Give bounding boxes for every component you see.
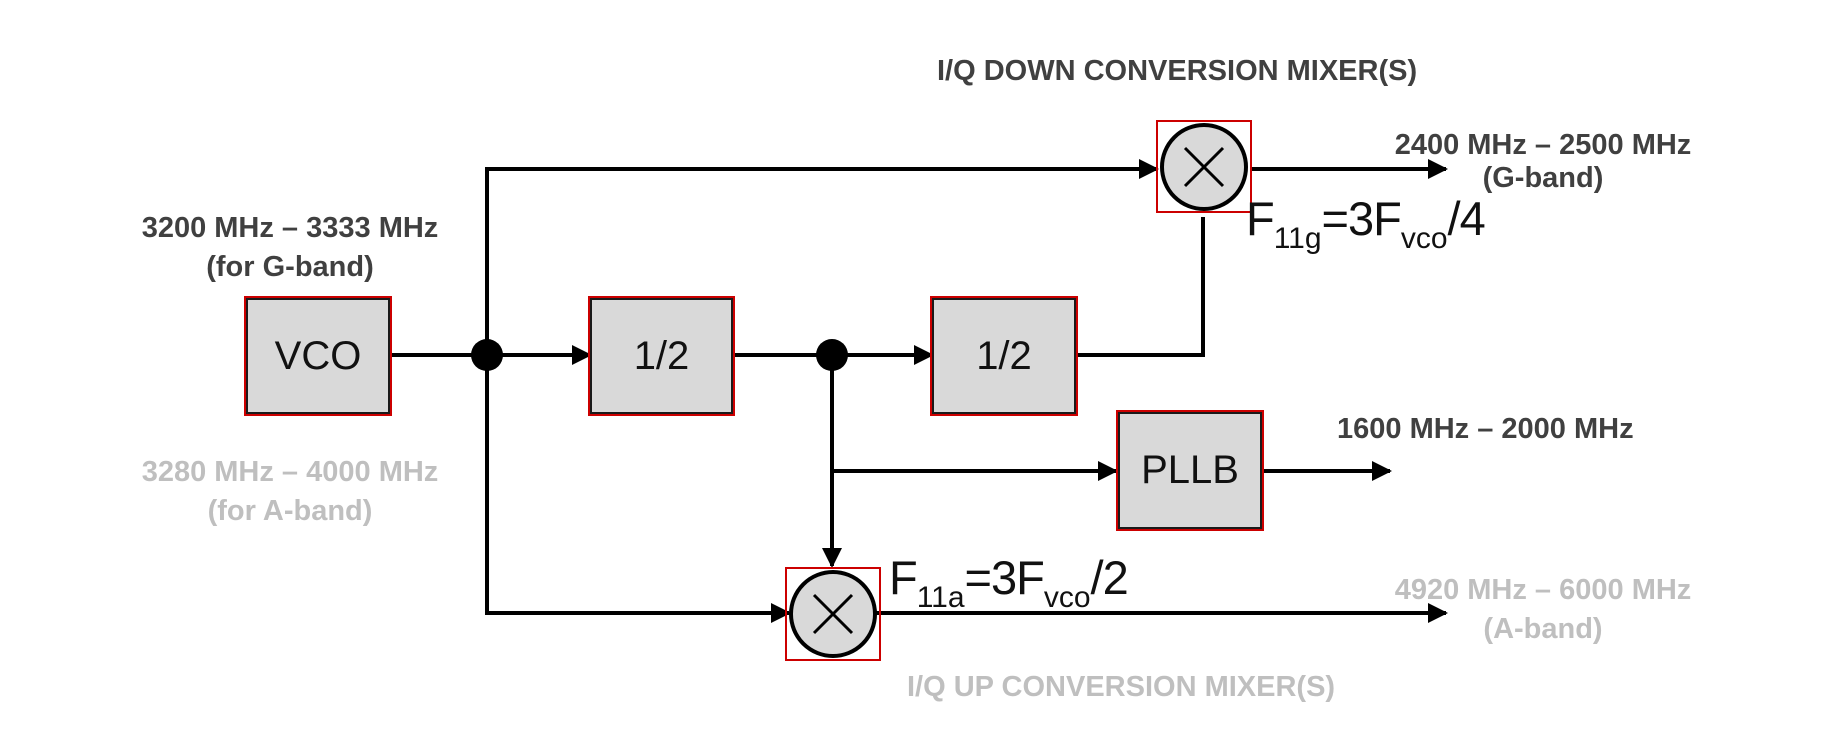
g-formula-f: F	[1246, 192, 1275, 245]
junction-dot-div1	[816, 339, 848, 371]
g-formula-sub1: 11g	[1273, 222, 1322, 255]
g-band-output-range: 2400 MHz – 2500 MHz (G-band)	[1366, 126, 1720, 198]
vco-block: VCO	[246, 298, 390, 414]
g-band-vco-range-line2: (for G-band)	[206, 251, 374, 283]
a-formula-end: /2	[1090, 551, 1129, 604]
divider-block-1-label: 1/2	[633, 333, 690, 378]
pllb-block: PLLB	[1118, 412, 1262, 529]
divider-block-2-label: 1/2	[976, 333, 1032, 378]
g-band-vco-range-line1: 3200 MHz – 3333 MHz	[141, 212, 439, 244]
g-band-output-range-line2: (G-band)	[1482, 162, 1604, 194]
a-band-output-range-line1: 4920 MHz – 6000 MHz	[1394, 574, 1692, 606]
vco-block-label: VCO	[274, 333, 362, 378]
a-band-vco-range: 3280 MHz – 4000 MHz (for A-band)	[110, 453, 470, 531]
a-band-output-range-line2: (A-band)	[1483, 613, 1603, 645]
g-band-output-range-line1: 2400 MHz – 2500 MHz	[1394, 129, 1692, 161]
g-formula-end: /4	[1447, 192, 1486, 245]
down-mixer-icon	[1156, 120, 1252, 213]
a-band-frequency-formula: F11a=3Fvco/2	[889, 550, 1129, 615]
a-formula-mid: =3F	[964, 551, 1045, 604]
g-formula-mid: =3F	[1321, 192, 1402, 245]
g-formula-sub2: vco	[1400, 222, 1448, 255]
up-mixer-icon	[785, 567, 881, 661]
a-band-vco-range-line2: (for A-band)	[207, 495, 373, 527]
pllb-block-label: PLLB	[1141, 448, 1239, 492]
divider-block-1: 1/2	[590, 298, 733, 414]
g-band-frequency-formula: F11g=3Fvco/4	[1246, 191, 1486, 256]
a-formula-sub1: 11a	[916, 581, 965, 614]
divider-block-2: 1/2	[932, 298, 1076, 414]
a-band-output-range: 4920 MHz – 6000 MHz (A-band)	[1366, 571, 1720, 649]
a-band-vco-range-line1: 3280 MHz – 4000 MHz	[141, 456, 439, 488]
a-formula-f: F	[889, 551, 918, 604]
g-band-vco-range: 3200 MHz – 3333 MHz (for G-band)	[110, 209, 470, 287]
up-mixer-title: I/Q UP CONVERSION MIXER(S)	[907, 671, 1336, 703]
a-formula-sub2: vco	[1043, 581, 1091, 614]
junction-dot-vco	[471, 339, 503, 371]
pllb-output-range: 1600 MHz – 2000 MHz	[1337, 413, 1634, 445]
down-mixer-title: I/Q DOWN CONVERSION MIXER(S)	[937, 55, 1418, 87]
wire-div2-to-down-mixer	[1075, 217, 1205, 357]
